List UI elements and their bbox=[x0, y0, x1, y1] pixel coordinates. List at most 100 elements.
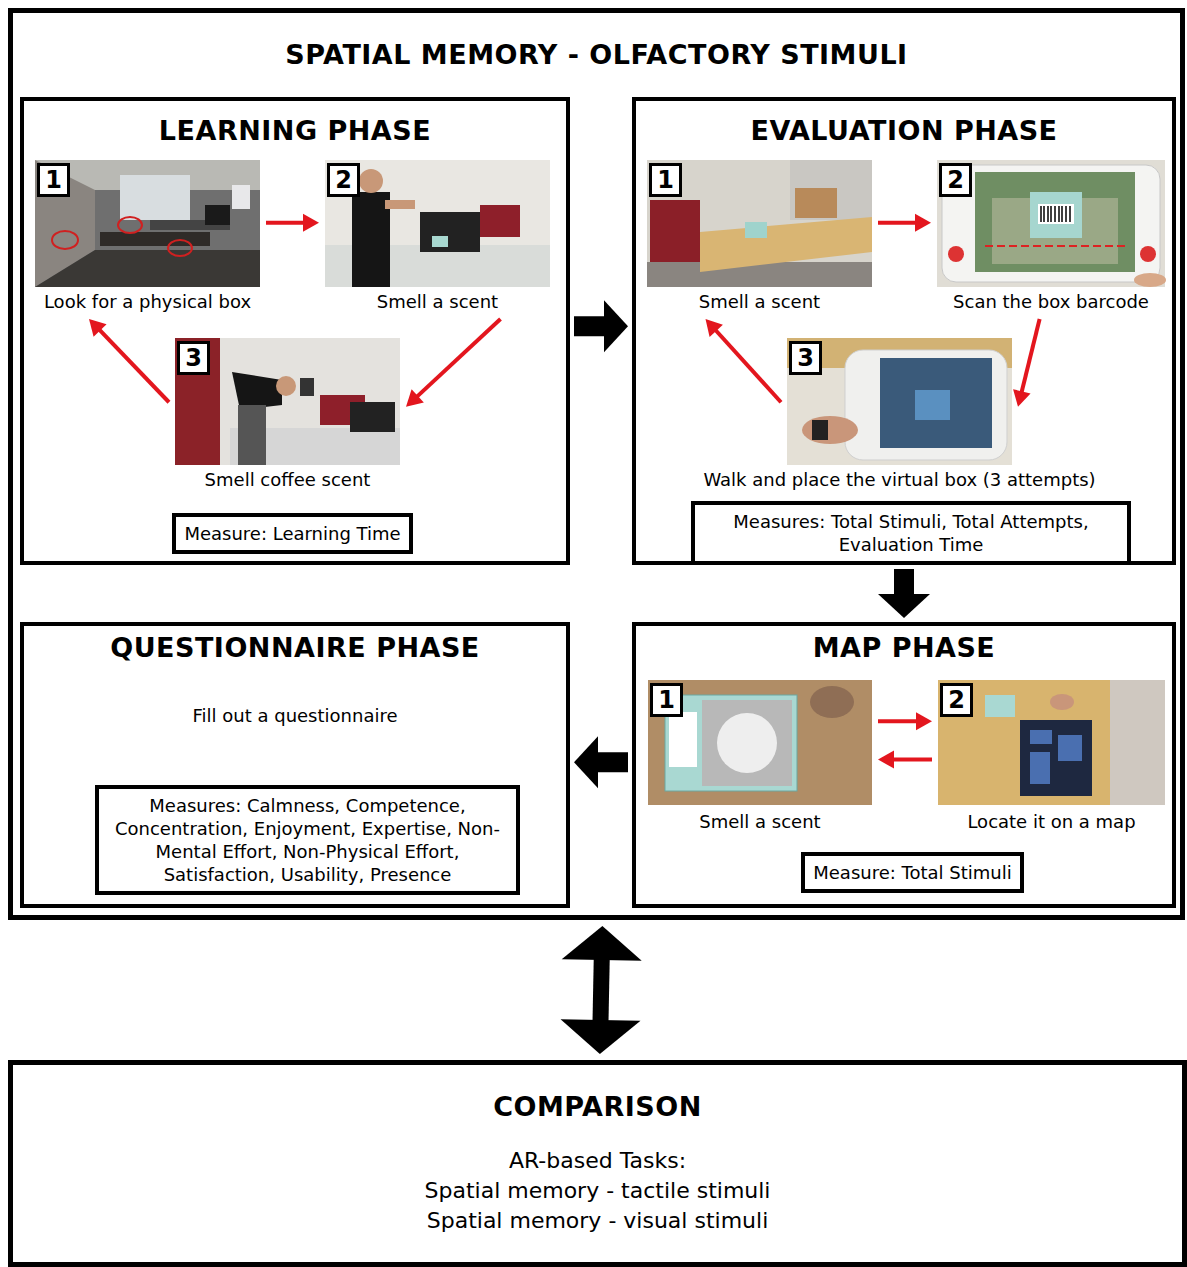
photo-box bbox=[915, 390, 950, 420]
photo-hand bbox=[802, 416, 858, 444]
arrow-shaft bbox=[878, 719, 919, 723]
arrow-shaft bbox=[600, 953, 601, 1027]
photo-bg bbox=[648, 680, 872, 805]
photo-map-block bbox=[1030, 752, 1050, 784]
comparison-arrow bbox=[561, 926, 642, 1054]
photo-marker bbox=[168, 240, 192, 256]
section-title: SPATIAL MEMORY - OLFACTORY STIMULI bbox=[13, 39, 1180, 71]
measure-box: Measures: Calmness, Competence, Concentr… bbox=[95, 785, 520, 895]
photo-floor bbox=[647, 262, 872, 287]
arrow-shaft bbox=[878, 221, 918, 225]
section-title: EVALUATION PHASE bbox=[636, 115, 1172, 147]
photo-barcode bbox=[1041, 206, 1070, 222]
photo-screen bbox=[880, 358, 992, 448]
section-title: LEARNING PHASE bbox=[24, 115, 566, 147]
photo-barcode bbox=[1038, 204, 1074, 224]
arrow-head bbox=[406, 389, 424, 406]
photo-bg bbox=[35, 160, 260, 287]
photo-floor bbox=[35, 250, 260, 287]
arrow-shaft bbox=[266, 221, 306, 225]
photo-box bbox=[432, 236, 448, 247]
step-arrow bbox=[878, 712, 932, 730]
phase-arrow bbox=[878, 569, 930, 618]
photo-person bbox=[352, 192, 390, 287]
arrow-head bbox=[915, 214, 931, 232]
arrow-shaft bbox=[574, 316, 609, 336]
photo-marker bbox=[52, 231, 78, 249]
step-arrow bbox=[706, 319, 782, 402]
photo-box bbox=[985, 695, 1015, 717]
photo-chair bbox=[650, 200, 700, 262]
measure-text: Measures: Total Stimuli, Total Attempts,… bbox=[703, 510, 1119, 556]
photo-scan bbox=[937, 160, 1166, 287]
section-title: MAP PHASE bbox=[636, 632, 1172, 664]
phase-box: EVALUATION PHASE1Smell a scent2Scan the … bbox=[632, 97, 1176, 565]
step-caption: Smell a scent bbox=[377, 291, 498, 313]
photo-marker bbox=[118, 217, 142, 233]
photo-office bbox=[35, 160, 260, 287]
photo-tablet bbox=[1020, 720, 1092, 796]
photo-watch bbox=[812, 420, 828, 440]
photo-arm bbox=[385, 200, 415, 209]
arrow-head bbox=[604, 300, 628, 352]
step-photo: 2Smell a scent bbox=[325, 160, 550, 313]
step-number: 2 bbox=[327, 163, 360, 197]
photo-pad bbox=[717, 713, 777, 773]
body-text: AR-based Tasks: bbox=[13, 1146, 1182, 1176]
photo-frame bbox=[300, 378, 314, 396]
arrow-head bbox=[574, 736, 598, 788]
step-photo: 1Smell a scent bbox=[648, 680, 872, 833]
arrow-shaft bbox=[415, 319, 500, 398]
photo-button bbox=[948, 246, 964, 262]
photo-door bbox=[175, 338, 220, 465]
step-arrow bbox=[266, 214, 319, 232]
frame-box: SPATIAL MEMORY - OLFACTORY STIMULI LEARNI… bbox=[8, 8, 1185, 920]
measure-box: Measures: Total Stimuli, Total Attempts,… bbox=[691, 501, 1131, 565]
photo-monitor bbox=[350, 402, 395, 432]
step-arrow bbox=[878, 751, 932, 769]
photo-map-block bbox=[1058, 735, 1082, 761]
step-arrow bbox=[406, 319, 501, 407]
step-photo: 1Look for a physical box bbox=[35, 160, 260, 313]
photo-tin bbox=[702, 700, 792, 786]
photo-button bbox=[1140, 246, 1156, 262]
step-number: 1 bbox=[650, 683, 683, 717]
photo-box bbox=[665, 695, 797, 791]
step-arrow bbox=[1013, 319, 1040, 407]
photo-person bbox=[232, 372, 282, 410]
step-caption: Locate it on a map bbox=[967, 811, 1135, 833]
arrow-head bbox=[878, 751, 894, 769]
section-title: COMPARISON bbox=[13, 1091, 1182, 1123]
photo-map-block bbox=[1030, 730, 1052, 744]
step-photo: 2Locate it on a map bbox=[938, 680, 1165, 833]
arrow-shaft bbox=[891, 758, 932, 762]
step-photo: 2Scan the box barcode bbox=[937, 160, 1165, 313]
measure-text: Measure: Learning Time bbox=[184, 522, 400, 545]
step-arrow bbox=[878, 214, 931, 232]
photo-desk bbox=[100, 232, 210, 246]
photo-person bbox=[1110, 680, 1165, 805]
step-caption: Scan the box barcode bbox=[953, 291, 1149, 313]
measure-text: Measures: Calmness, Competence, Concentr… bbox=[107, 794, 508, 886]
photo-hand bbox=[1050, 694, 1074, 710]
photo-hand bbox=[1134, 273, 1166, 287]
step-number: 1 bbox=[649, 163, 682, 197]
photo-desk bbox=[700, 217, 872, 272]
photo-scent-box bbox=[648, 680, 872, 805]
step-arrow bbox=[89, 319, 169, 402]
arrow-head bbox=[89, 319, 107, 337]
arrow-shaft bbox=[1021, 319, 1040, 394]
arrow-shaft bbox=[98, 328, 169, 402]
step-number: 2 bbox=[939, 163, 972, 197]
photo-room bbox=[647, 160, 872, 287]
step-caption: Walk and place the virtual box (3 attemp… bbox=[703, 469, 1095, 491]
photo-tablet bbox=[845, 350, 1007, 460]
step-number: 3 bbox=[789, 341, 822, 375]
arrow-head bbox=[878, 594, 930, 618]
step-caption: Look for a physical box bbox=[44, 291, 251, 313]
phase-box: MAP PHASE 1Smell a scent 2Locate it on a m… bbox=[632, 622, 1176, 908]
phase-box: QUESTIONNAIRE PHASEFill out a questionna… bbox=[20, 622, 570, 908]
phase-box: LEARNING PHASE 1Look for a physical box 2S… bbox=[20, 97, 570, 565]
photo-tablet bbox=[942, 165, 1160, 282]
